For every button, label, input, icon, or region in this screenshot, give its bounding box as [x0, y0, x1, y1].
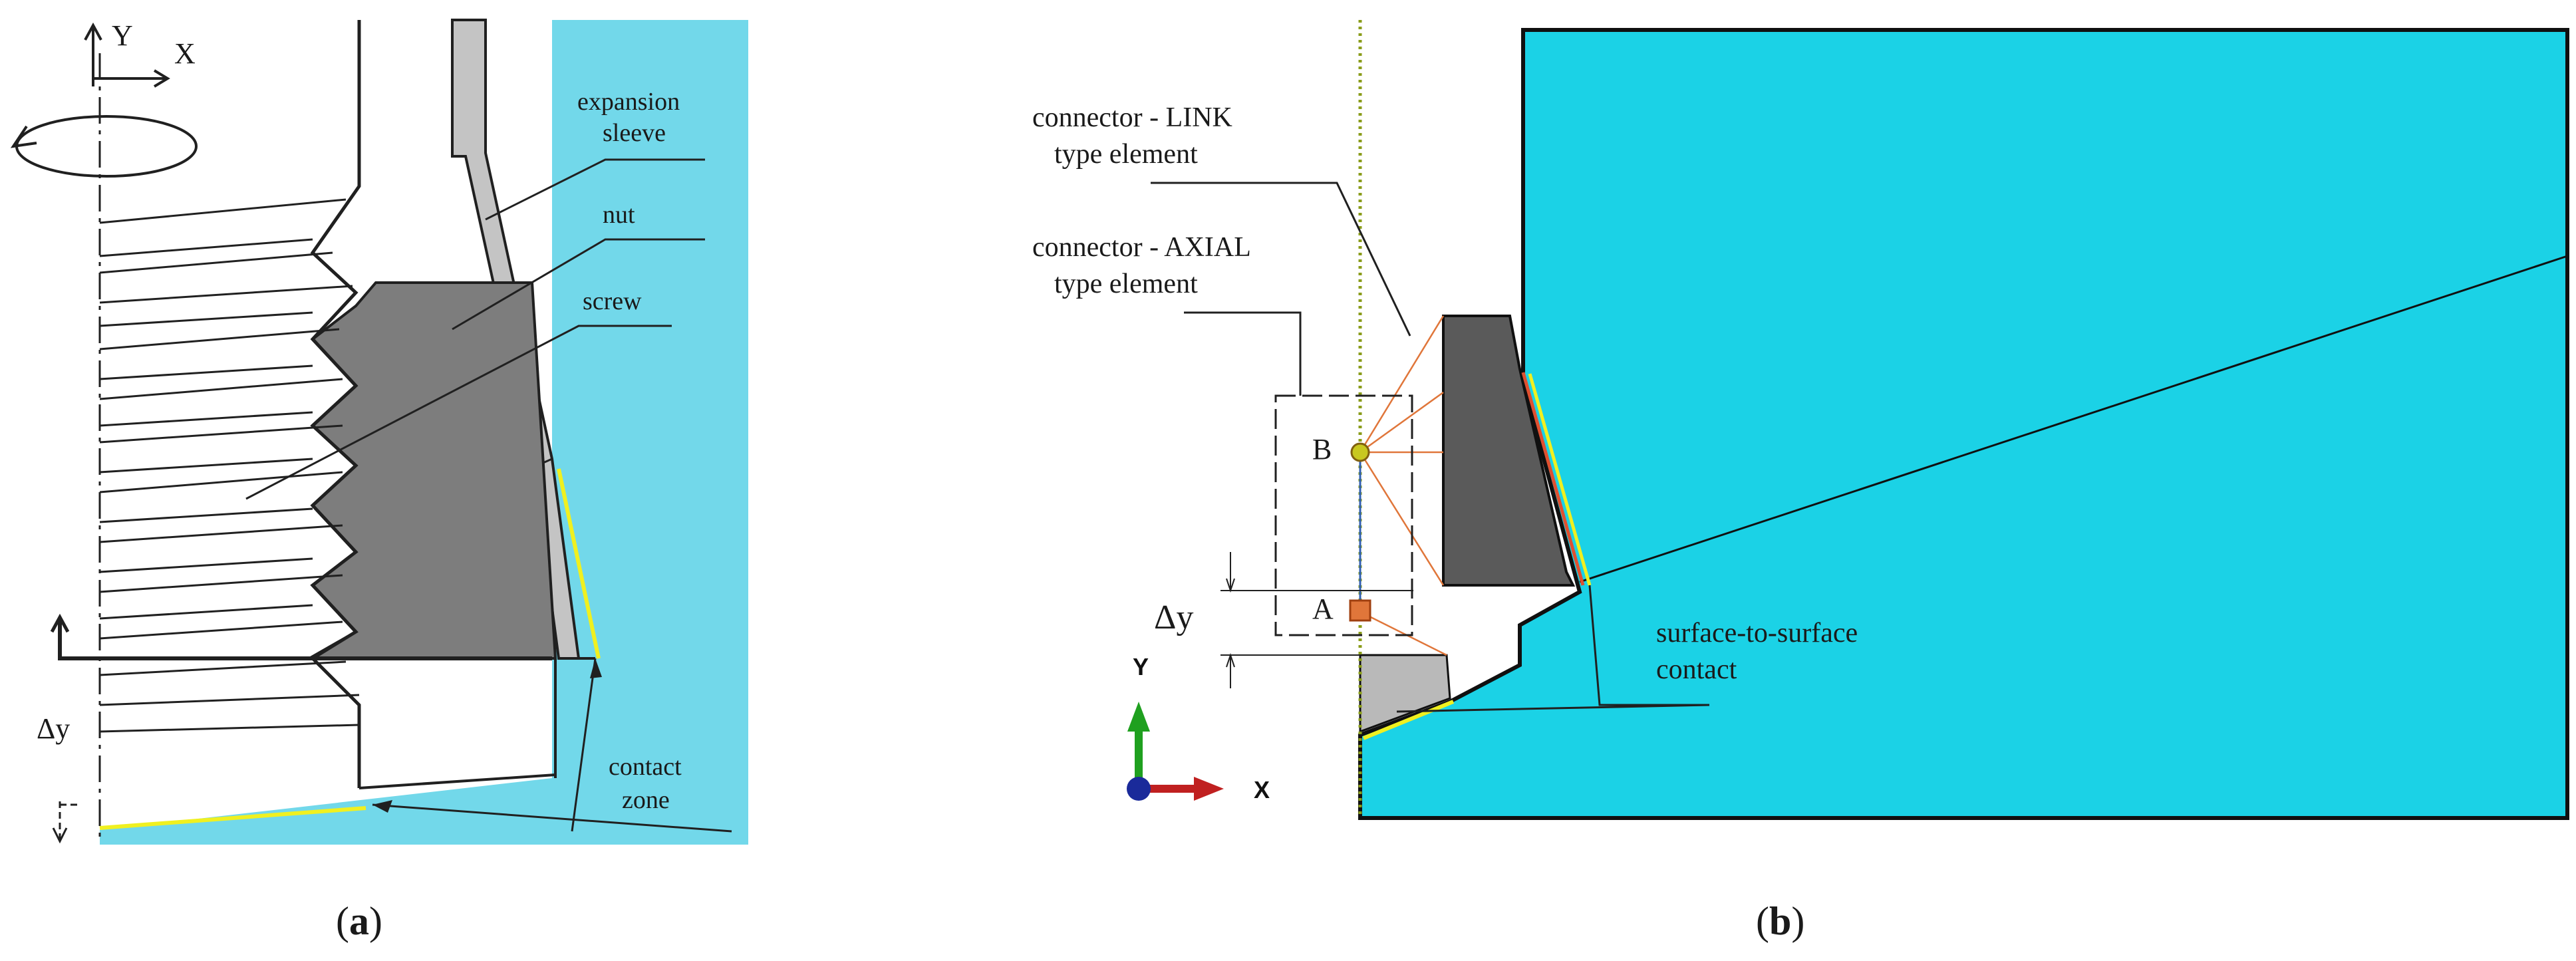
axial-element-box	[1274, 394, 1413, 636]
triad-y-arrow	[1127, 702, 1150, 732]
caption-a: (a)	[336, 899, 382, 943]
label-surface-2: contact	[1656, 654, 1737, 685]
label-point-a: A	[1312, 593, 1334, 625]
screw-outline	[309, 20, 361, 788]
contact-line-sleeve	[557, 468, 601, 659]
thread-lines	[99, 198, 360, 733]
delta-y-label-b: Δy	[1154, 599, 1193, 636]
point-b-marker	[1350, 442, 1370, 462]
label-nut: nut	[603, 201, 635, 229]
screw-tip	[358, 773, 556, 789]
leader-lines-a	[245, 158, 732, 833]
label-axial-2: type element	[1054, 269, 1198, 299]
caption-b: (b)	[1756, 899, 1804, 943]
triad-x-label: X	[1254, 776, 1270, 803]
label-surface-1: surface-to-surface	[1656, 618, 1858, 648]
label-screw: screw	[583, 287, 642, 315]
axis-x-label: X	[174, 37, 196, 70]
rotation-ellipse	[15, 115, 198, 178]
coordinate-triad: Y X	[1127, 653, 1270, 803]
label-point-b: B	[1312, 433, 1332, 466]
rotation-arrowhead	[10, 125, 37, 148]
contact-yellow-b	[1528, 373, 1592, 586]
triad-y-label: Y	[1133, 653, 1149, 680]
label-axial-1: connector - AXIAL	[1032, 232, 1251, 263]
base-material	[100, 20, 748, 845]
displacement-bracket	[58, 618, 552, 660]
label-link-2: type element	[1054, 139, 1198, 170]
connector-link-lines	[1359, 315, 1447, 656]
label-zone: zone	[622, 786, 670, 814]
label-sleeve: sleeve	[603, 119, 666, 147]
contact-line-bottom	[99, 806, 366, 830]
label-link-1: connector - LINK	[1032, 102, 1232, 133]
axis-y-label: Y	[112, 19, 133, 52]
nut	[304, 281, 557, 660]
leader-lines-b	[1151, 182, 1710, 713]
triad-x-arrow	[1194, 777, 1224, 801]
point-a-marker	[1349, 599, 1371, 622]
panel-b: B A Δy connector - LINK type element con…	[1032, 20, 2569, 943]
triad-z-dot	[1127, 777, 1151, 801]
delta-y-label-a: Δy	[37, 712, 70, 745]
panel-a: Y X Δy expansion sleeve nut screw contac…	[10, 19, 748, 943]
contact-red	[1521, 372, 1585, 586]
base-material-b	[1358, 28, 2569, 820]
inner-edge	[1579, 255, 2568, 583]
label-contact: contact	[609, 753, 682, 781]
label-expansion: expansion	[577, 88, 680, 116]
contact-yellow-b2	[1362, 700, 1455, 740]
